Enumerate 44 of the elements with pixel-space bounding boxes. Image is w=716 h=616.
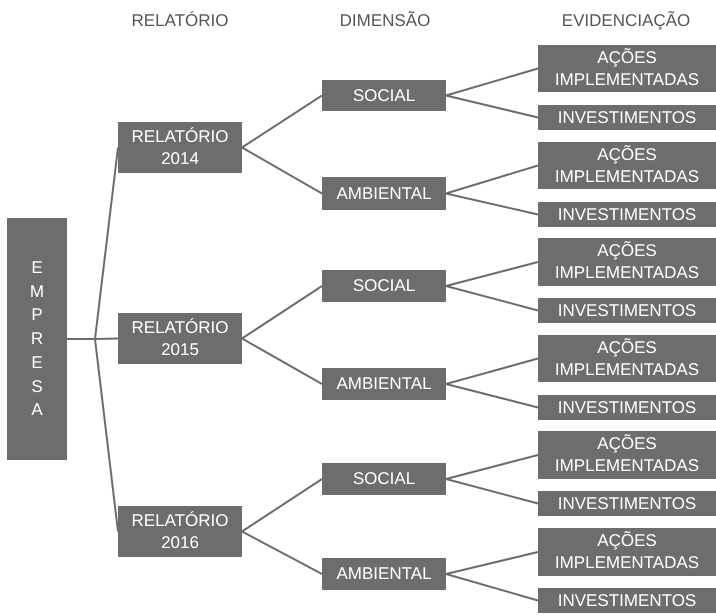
connector-line [242,530,322,575]
connector-line [446,383,538,408]
connector-line [446,573,538,602]
process-box: AÇÕES IMPLEMENTADAS [538,142,716,189]
connector-line [446,94,538,118]
process-box: INVESTIMENTOS [538,298,716,323]
process-box: AÇÕES IMPLEMENTADAS [538,528,716,576]
process-box: INVESTIMENTOS [538,491,716,516]
process-box: AMBIENTAL [322,177,446,210]
connector-line [241,478,323,532]
process-box: AMBIENTAL [322,558,446,590]
process-box: AÇÕES IMPLEMENTADAS [538,238,716,286]
connector-line [446,454,538,480]
connector-line [446,261,538,287]
process-box: AÇÕES IMPLEMENTADAS [538,431,716,479]
process-box: AMBIENTAL [322,368,446,400]
column-header: DIMENSÃO [340,10,430,32]
connector-line [67,338,119,532]
process-box: INVESTIMENTOS [538,105,716,130]
process-box: INVESTIMENTOS [538,202,716,227]
process-box: RELATÓRIO 2015 [118,313,242,364]
connector-line [241,94,323,148]
process-box: SOCIAL [322,270,446,302]
connector-line [446,192,538,216]
process-box: RELATÓRIO 2014 [118,122,242,173]
process-box: INVESTIMENTOS [538,395,716,420]
process-box: AÇÕES IMPLEMENTADAS [538,335,716,382]
connector-line [446,68,538,96]
connector-line [446,478,538,504]
process-box: AÇÕES IMPLEMENTADAS [538,45,716,92]
company-box: EMPRESA [7,218,67,460]
connector-line [446,164,538,194]
connector-line [241,285,323,340]
column-header: EVIDENCIAÇÃO [562,10,690,32]
connector-line [446,285,538,312]
process-box: INVESTIMENTOS [538,588,716,613]
process-box: RELATÓRIO 2016 [118,506,242,557]
column-header: RELATÓRIO [132,10,228,32]
connector-line [242,146,322,194]
connector-line [242,338,322,385]
process-box: SOCIAL [322,463,446,495]
process-box: SOCIAL [322,80,446,111]
connector-line [446,358,538,385]
connector-line [446,551,538,575]
